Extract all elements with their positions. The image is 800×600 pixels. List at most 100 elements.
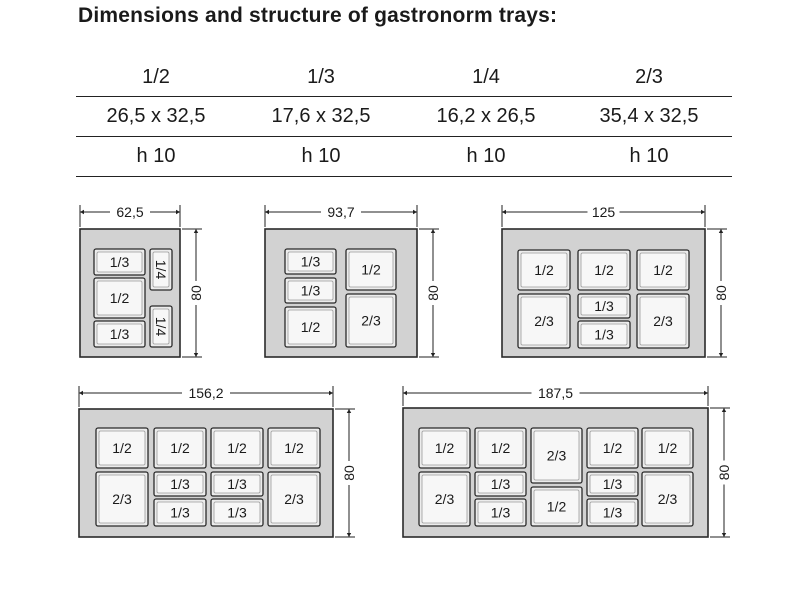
width-dimension: 125 xyxy=(501,204,706,227)
tray: 1/2 xyxy=(517,249,571,291)
tray: 1/2 xyxy=(284,306,337,348)
height-label: 80 xyxy=(716,465,732,481)
tray-label: 2/3 xyxy=(435,491,455,507)
tray-label: 1/2 xyxy=(361,262,381,278)
tray-layout: 1/22/31/21/31/32/31/21/21/31/31/22/3187,… xyxy=(402,385,732,538)
height-label: 80 xyxy=(188,285,204,301)
tray-layout: 1/3 1/3 1/2 1/2 2/3 93,7 80 xyxy=(264,204,441,358)
height-label: 80 xyxy=(425,285,441,301)
tray: 1/3 xyxy=(210,471,264,497)
tray-label: 2/3 xyxy=(534,313,554,329)
tray: 1/3 xyxy=(586,498,639,527)
table-cell: 1/4 xyxy=(472,65,500,88)
tray-label: 1/3 xyxy=(491,476,511,492)
tray: 2/3 xyxy=(267,471,321,527)
tray: 1/4 xyxy=(149,305,173,348)
width-dimension: 187,5 xyxy=(402,385,709,406)
tray: 1/3 xyxy=(474,471,527,497)
tray-label: 1/3 xyxy=(603,476,623,492)
tray-label: 1/3 xyxy=(301,254,321,270)
tray-label: 1/3 xyxy=(227,505,247,521)
height-row: h 10 h 10 h 10 h 10 xyxy=(76,137,732,177)
table-cell: h 10 xyxy=(629,145,669,167)
tray: 1/2 xyxy=(474,427,527,469)
tray: 1/3 xyxy=(284,248,337,275)
tray: 1/3 xyxy=(153,498,207,527)
tray: 2/3 xyxy=(636,293,690,349)
tray-label: 1/3 xyxy=(110,254,130,270)
tray-label: 1/3 xyxy=(594,327,614,343)
height-dimension: 80 xyxy=(419,228,441,358)
tray-label: 2/3 xyxy=(653,313,673,329)
table-cell: h 10 xyxy=(136,145,176,167)
tray-label: 1/2 xyxy=(435,440,455,456)
table-cell: h 10 xyxy=(301,145,341,167)
fraction-row: 1/2 1/3 1/4 2/3 xyxy=(76,58,732,97)
tray: 1/4 xyxy=(149,248,173,291)
tray-label: 1/3 xyxy=(170,476,190,492)
tray: 1/3 xyxy=(577,320,631,349)
tray: 1/3 xyxy=(93,248,146,276)
tray: 1/2 xyxy=(95,427,149,469)
table-cell: 35,4 x 32,5 xyxy=(599,105,699,127)
tray-label: 1/4 xyxy=(153,260,169,280)
tray-label: 1/2 xyxy=(284,440,304,456)
tray-label: 1/3 xyxy=(110,326,130,342)
width-label: 93,7 xyxy=(327,204,354,220)
tray-label: 1/3 xyxy=(603,505,623,521)
tray: 2/3 xyxy=(641,471,694,527)
tray: 2/3 xyxy=(95,471,149,527)
tray-label: 1/3 xyxy=(227,476,247,492)
tray-label: 1/2 xyxy=(603,440,623,456)
tray: 1/2 xyxy=(636,249,690,291)
height-dimension: 80 xyxy=(335,408,357,538)
tray: 1/2 xyxy=(577,249,631,291)
tray: 1/2 xyxy=(586,427,639,469)
table-cell: 1/2 xyxy=(142,65,170,88)
width-dimension: 62,5 xyxy=(79,204,181,227)
tray: 1/3 xyxy=(153,471,207,497)
height-label: 80 xyxy=(713,285,729,301)
tray: 2/3 xyxy=(530,427,583,484)
tray-label: 1/2 xyxy=(534,262,554,278)
height-dimension: 80 xyxy=(182,228,204,358)
table-cell: 1/3 xyxy=(307,65,335,88)
height-dimension: 80 xyxy=(710,407,732,538)
tray-label: 1/3 xyxy=(491,505,511,521)
tray: 2/3 xyxy=(418,471,471,527)
tray-label: 1/2 xyxy=(491,440,511,456)
tray: 1/2 xyxy=(267,427,321,469)
width-label: 187,5 xyxy=(538,385,573,401)
tray: 1/3 xyxy=(210,498,264,527)
tray: 1/3 xyxy=(586,471,639,497)
tray-label: 1/3 xyxy=(301,283,321,299)
tray: 2/3 xyxy=(517,293,571,349)
width-dimension: 156,2 xyxy=(78,385,334,407)
height-dimension: 80 xyxy=(707,228,729,358)
tray: 1/2 xyxy=(93,277,146,319)
tray-label: 2/3 xyxy=(547,448,567,464)
tray-label: 2/3 xyxy=(361,313,381,329)
page-title: Dimensions and structure of gastronorm t… xyxy=(78,4,558,27)
tray-label: 2/3 xyxy=(112,491,132,507)
tray: 1/2 xyxy=(210,427,264,469)
tray-label: 2/3 xyxy=(658,491,678,507)
width-label: 156,2 xyxy=(188,385,223,401)
table-cell: 17,6 x 32,5 xyxy=(271,105,371,127)
tray-layout: 1/3 1/2 1/3 1/4 1/4 62,5 80 xyxy=(79,204,204,358)
tray: 2/3 xyxy=(345,293,397,348)
tray-spec-table: 1/2 1/3 1/4 2/3 26,5 x 32,5 17,6 x 32,5 … xyxy=(76,58,732,177)
tray-label: 1/2 xyxy=(227,440,247,456)
tray: 1/3 xyxy=(474,498,527,527)
tray-label: 1/2 xyxy=(653,262,673,278)
tray: 1/2 xyxy=(641,427,694,469)
table-cell: 26,5 x 32,5 xyxy=(106,105,206,127)
tray-label: 1/2 xyxy=(112,440,132,456)
tray: 1/2 xyxy=(345,248,397,291)
tray-label: 2/3 xyxy=(284,491,304,507)
width-label: 62,5 xyxy=(116,204,143,220)
width-label: 125 xyxy=(592,204,616,220)
table-cell: 2/3 xyxy=(635,65,663,88)
